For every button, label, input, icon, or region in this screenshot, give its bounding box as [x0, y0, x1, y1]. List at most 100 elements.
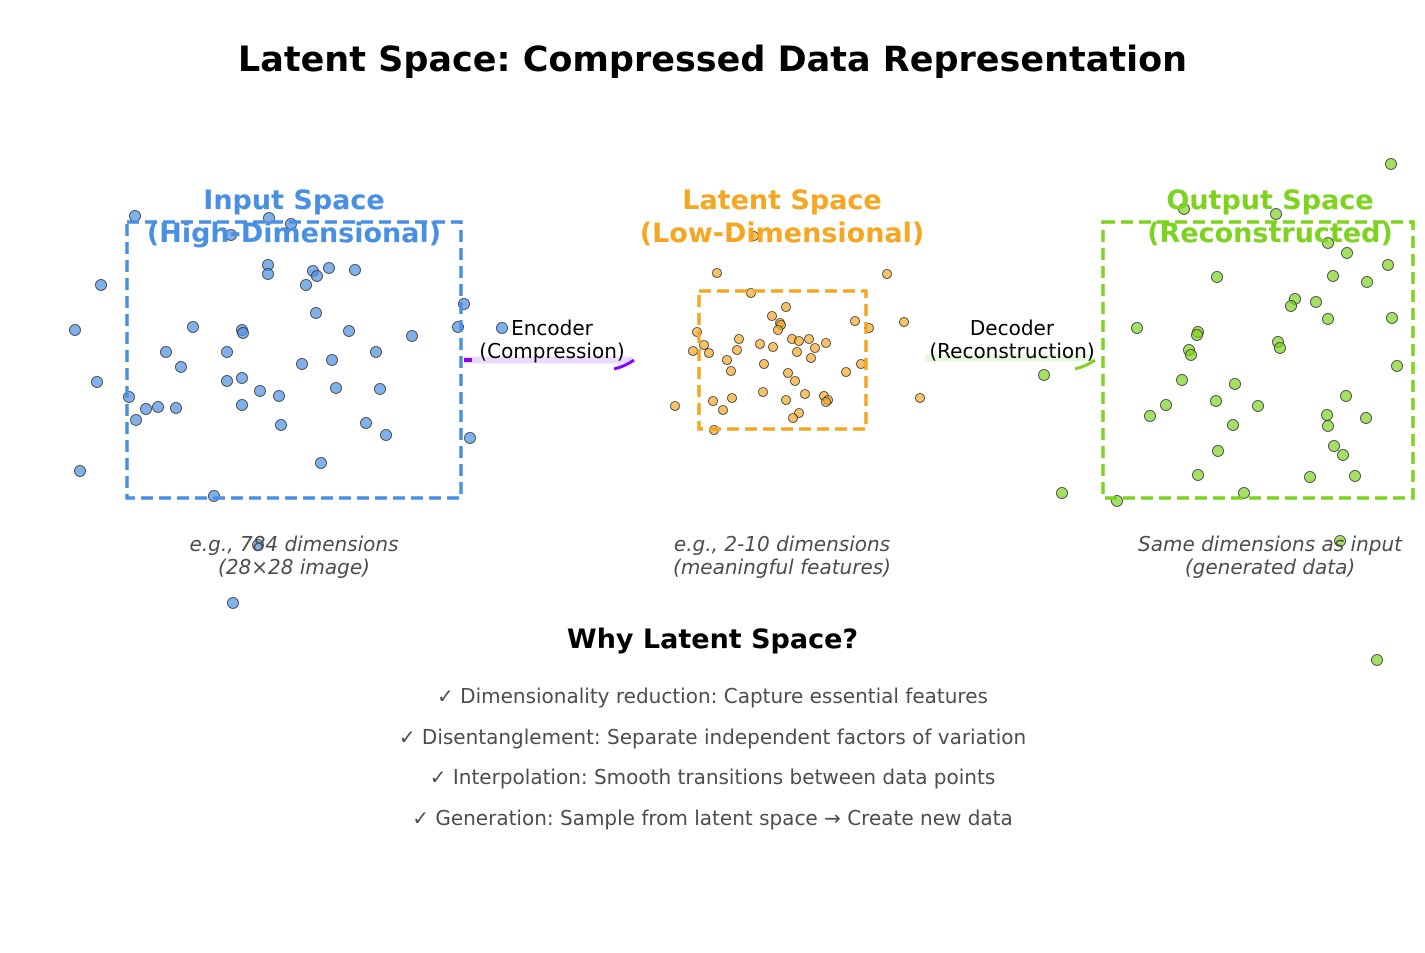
- input-data-point: [300, 279, 312, 291]
- input-data-point: [187, 321, 199, 333]
- output-data-point: [1322, 237, 1334, 249]
- decoder-arrow: [925, 354, 1096, 371]
- output-data-point: [1212, 445, 1224, 457]
- output-data-point: [1191, 329, 1203, 341]
- input-space-title: Input Space (High-Dimensional): [84, 184, 504, 250]
- output-data-point: [1185, 349, 1197, 361]
- input-data-point: [236, 399, 248, 411]
- output-data-point: [1160, 399, 1172, 411]
- output-data-point: [1131, 322, 1143, 334]
- encoder-label-line2: (Compression): [479, 339, 625, 363]
- latent-data-point: [767, 311, 777, 321]
- latent-data-point: [704, 348, 714, 358]
- encoder-label: Encoder (Compression): [452, 317, 652, 363]
- input-data-point: [236, 372, 248, 384]
- input-data-point: [221, 375, 233, 387]
- latent-data-point: [732, 345, 742, 355]
- latent-data-point: [821, 338, 831, 348]
- latent-data-point: [899, 317, 909, 327]
- output-points-group: [1038, 158, 1403, 666]
- output-data-point: [1210, 395, 1222, 407]
- latent-space-caption: e.g., 2-10 dimensions (meaningful featur…: [602, 533, 962, 579]
- latent-data-point: [783, 368, 793, 378]
- output-data-point: [1056, 487, 1068, 499]
- input-data-point: [310, 307, 322, 319]
- output-data-point: [1349, 470, 1361, 482]
- input-data-point: [464, 432, 476, 444]
- latent-data-point: [712, 268, 722, 278]
- output-data-point: [1334, 535, 1346, 547]
- output-space-title-line2: (Reconstructed): [1147, 218, 1393, 249]
- reason-dimensionality-reduction: ✓ Dimensionality reduction: Capture esse…: [437, 684, 988, 708]
- latent-data-point: [688, 346, 698, 356]
- input-space-title-line1: Input Space: [203, 185, 385, 216]
- output-data-point: [1227, 419, 1239, 431]
- output-data-point: [1310, 296, 1322, 308]
- output-data-point: [1371, 654, 1383, 666]
- input-data-point: [254, 385, 266, 397]
- output-space-caption: Same dimensions as input (generated data…: [1090, 533, 1425, 579]
- output-data-point: [1341, 247, 1353, 259]
- latent-data-point: [841, 367, 851, 377]
- input-data-point: [323, 262, 335, 274]
- output-caption-line1: Same dimensions as input: [1138, 532, 1402, 556]
- latent-data-point: [759, 359, 769, 369]
- output-data-point: [1337, 449, 1349, 461]
- input-data-point: [91, 376, 103, 388]
- output-caption-line2: (generated data): [1184, 555, 1356, 579]
- latent-data-point: [718, 405, 728, 415]
- input-data-point: [360, 417, 372, 429]
- input-data-point: [130, 414, 142, 426]
- input-data-point: [406, 330, 418, 342]
- output-space-title-line1: Output Space: [1166, 185, 1374, 216]
- latent-data-point: [810, 343, 820, 353]
- output-data-point: [1176, 374, 1188, 386]
- output-data-point: [1361, 276, 1373, 288]
- output-data-point: [1340, 390, 1352, 402]
- input-data-point: [252, 539, 264, 551]
- reason-interpolation: ✓ Interpolation: Smooth transitions betw…: [429, 765, 996, 789]
- latent-data-point: [708, 396, 718, 406]
- encoder-arrow: [464, 356, 635, 371]
- output-data-point: [1144, 410, 1156, 422]
- input-data-point: [208, 490, 220, 502]
- input-data-point: [315, 457, 327, 469]
- decoder-label: Decoder (Reconstruction): [912, 317, 1112, 363]
- why-latent-space-heading: Why Latent Space?: [566, 624, 859, 655]
- output-data-point: [1238, 487, 1250, 499]
- latent-data-point: [804, 334, 814, 344]
- latent-data-point: [915, 393, 925, 403]
- output-data-point: [1192, 469, 1204, 481]
- latent-data-point: [790, 376, 800, 386]
- output-data-point: [1328, 440, 1340, 452]
- output-data-point: [1304, 471, 1316, 483]
- latent-data-point: [755, 339, 765, 349]
- output-space-box: [1101, 220, 1415, 500]
- output-data-point: [1274, 342, 1286, 354]
- latent-space-title-line1: Latent Space: [682, 185, 882, 216]
- latent-caption-line2: (meaningful features): [673, 555, 891, 579]
- latent-data-point: [800, 389, 810, 399]
- output-data-point: [1322, 313, 1334, 325]
- input-caption-line1: e.g., 784 dimensions: [189, 532, 399, 556]
- output-data-point: [1391, 360, 1403, 372]
- output-data-point: [1360, 412, 1372, 424]
- output-data-point: [1327, 270, 1339, 282]
- input-data-point: [225, 229, 237, 241]
- input-data-point: [275, 419, 287, 431]
- output-data-point: [1386, 312, 1398, 324]
- input-data-point: [123, 391, 135, 403]
- reason-generation: ✓ Generation: Sample from latent space →…: [412, 806, 1013, 830]
- input-data-point: [374, 383, 386, 395]
- latent-data-point: [749, 231, 759, 241]
- output-data-point: [1229, 378, 1241, 390]
- input-data-point: [175, 361, 187, 373]
- decoder-label-line1: Decoder: [969, 316, 1055, 340]
- input-data-point: [69, 324, 81, 336]
- output-data-point: [1382, 259, 1394, 271]
- input-space-box: [125, 220, 463, 500]
- latent-points-group: [670, 231, 925, 435]
- latent-data-point: [792, 347, 802, 357]
- input-data-point: [74, 465, 86, 477]
